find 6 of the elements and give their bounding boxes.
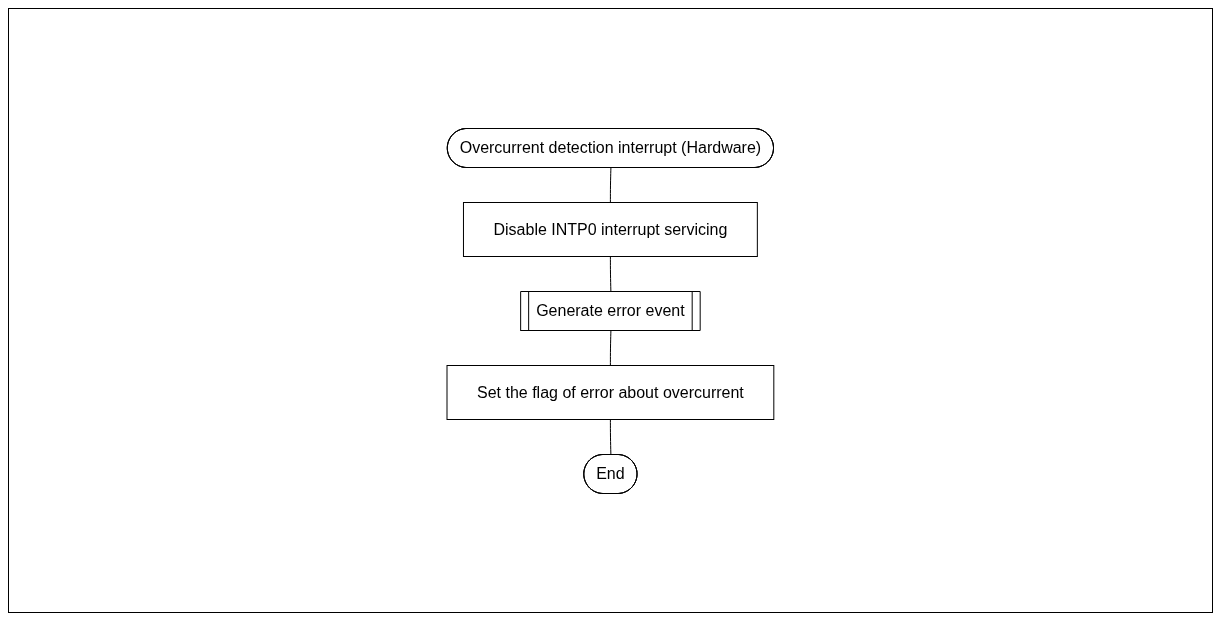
connector <box>610 418 612 455</box>
node-box: Set the flag of error about overcurrent <box>446 364 775 420</box>
connector <box>610 255 612 292</box>
node-box: Disable INTP0 interrupt servicing <box>463 201 758 257</box>
connector <box>610 330 612 366</box>
connector <box>610 167 612 203</box>
